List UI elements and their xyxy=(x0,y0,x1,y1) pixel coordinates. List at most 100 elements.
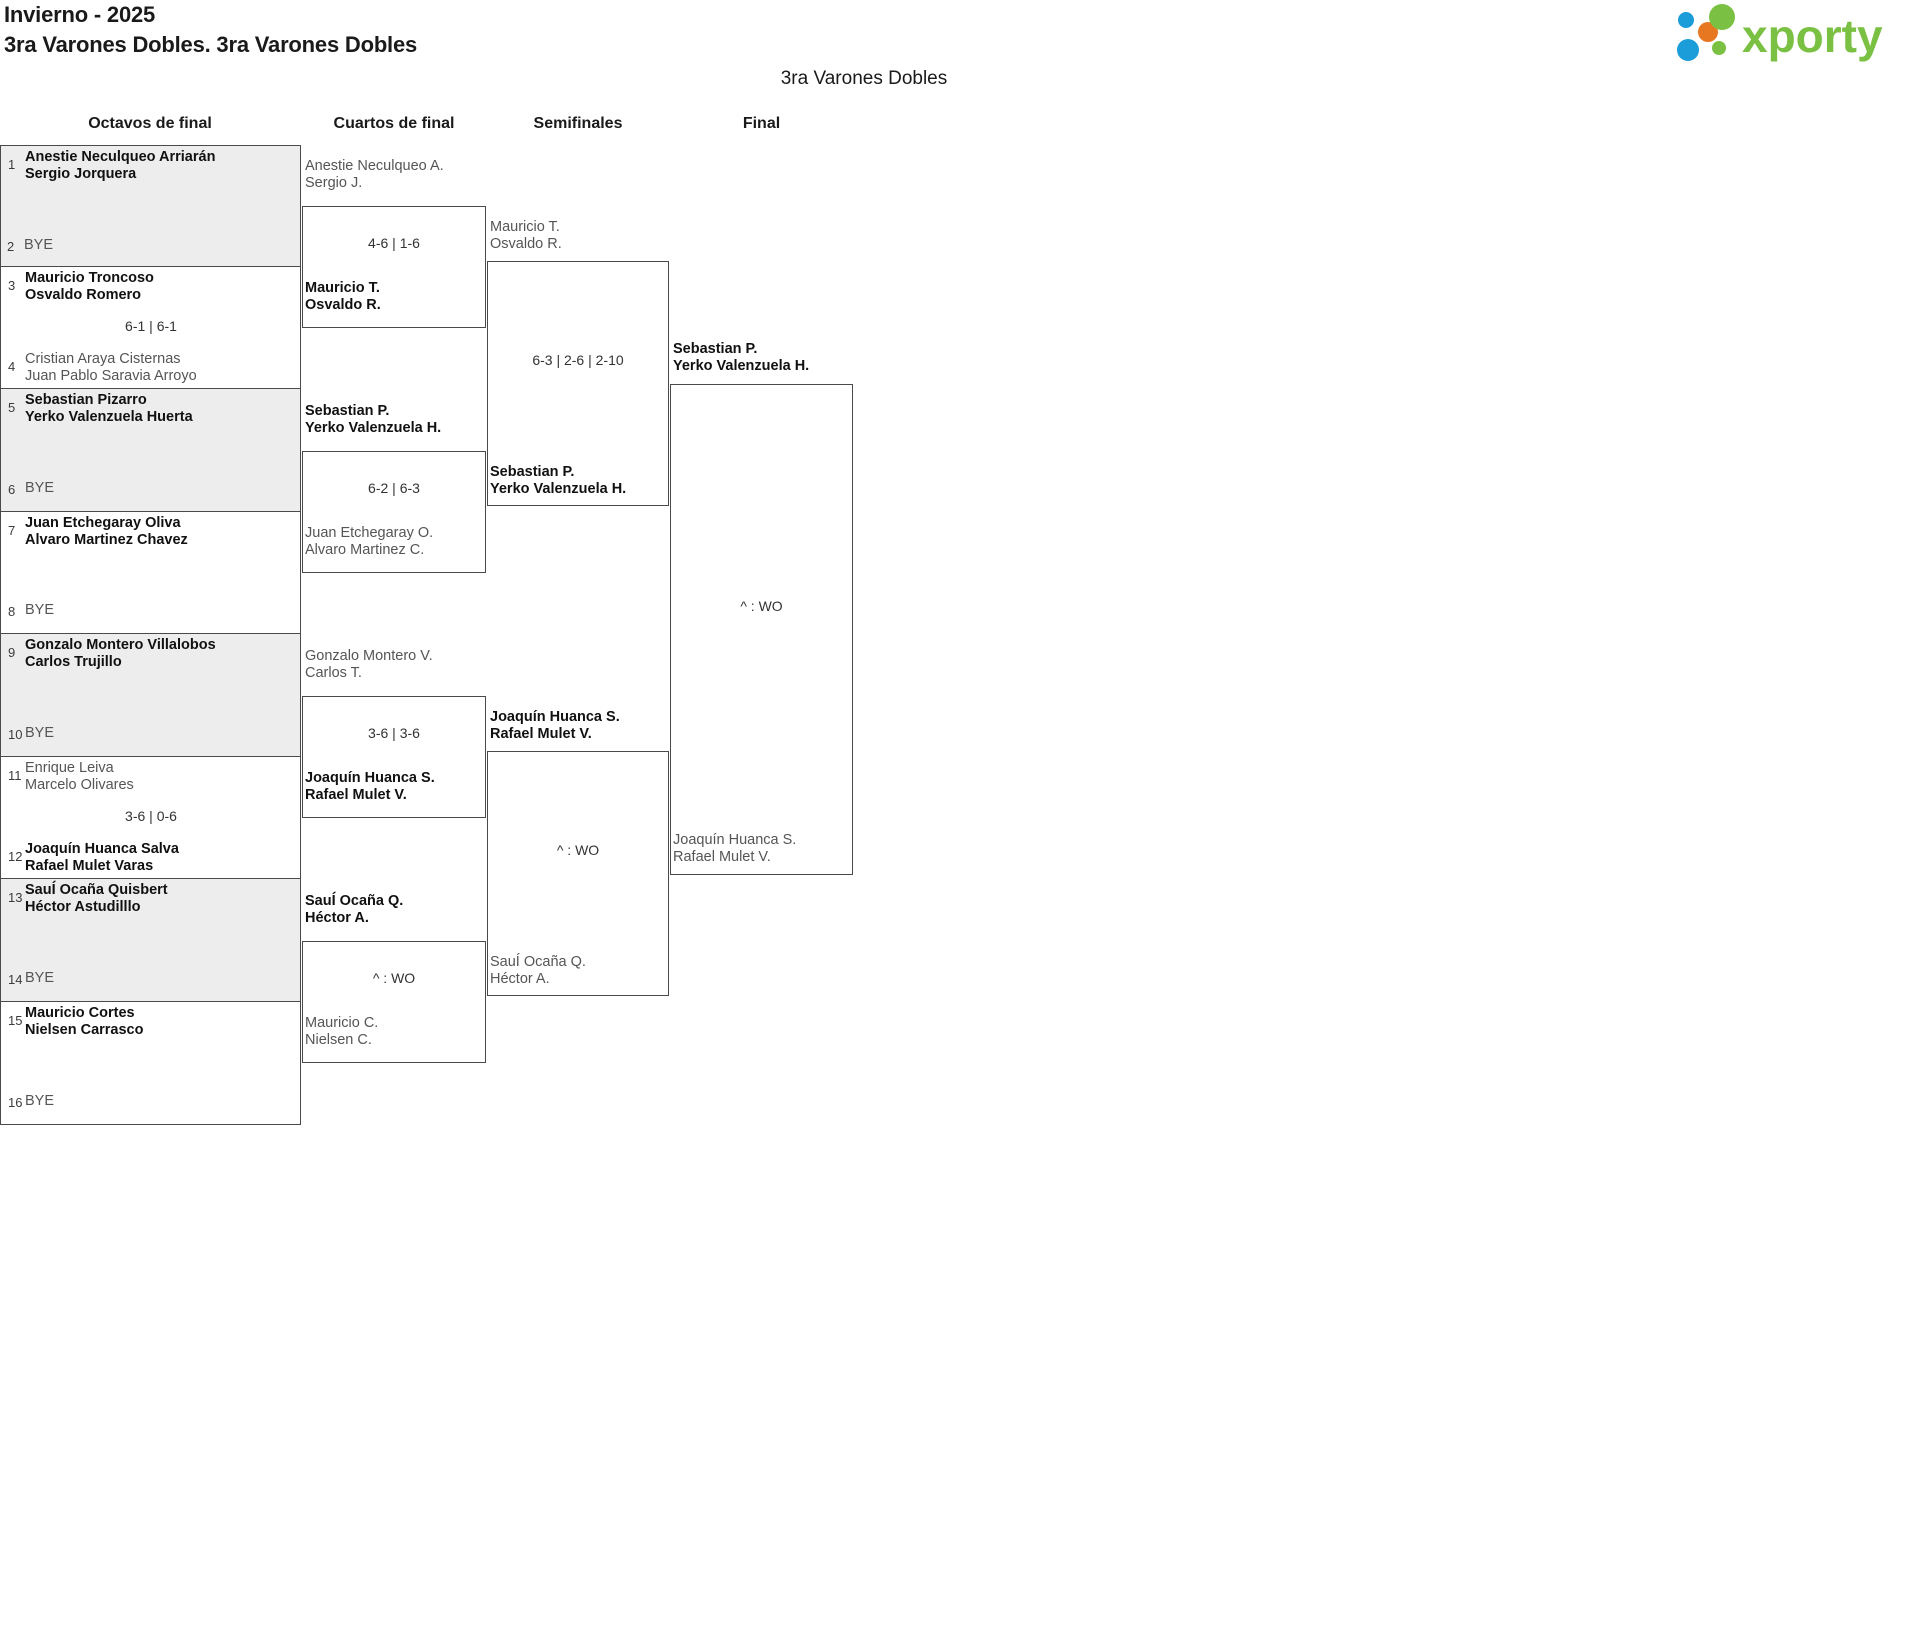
match-score: 6-3 | 2-6 | 2-10 xyxy=(532,352,624,368)
player-name: Sebastian P. xyxy=(490,464,575,480)
r1-slot-9[interactable]: 9 Gonzalo Montero Villalobos Carlos Truj… xyxy=(0,634,301,757)
player-name: Gonzalo Montero Villalobos xyxy=(25,637,216,653)
seed-number: 16 xyxy=(8,1095,23,1110)
player-name: Joaquín Huanca S. xyxy=(673,832,797,848)
seed-number: 1 xyxy=(8,157,16,172)
seed-number: 2 xyxy=(7,239,15,254)
player-name: Rafael Mulet V. xyxy=(673,848,771,865)
player-name: Enrique Leiva xyxy=(25,760,114,776)
player-name: Osvaldo Romero xyxy=(25,286,142,303)
match-score: 3-6 | 0-6 xyxy=(125,808,177,824)
seed-number: 7 xyxy=(8,523,16,538)
player-name: Nielsen C. xyxy=(305,1031,372,1048)
player-name: Joaquín Huanca Salva xyxy=(25,841,179,857)
player-name: Cristian Araya Cisternas xyxy=(25,351,181,367)
sf1-top-team: Mauricio T. Osvaldo R. xyxy=(490,219,562,252)
match-score: ^ : WO xyxy=(556,842,600,858)
sf-match-2[interactable]: ^ : WO xyxy=(487,751,669,996)
player-name: Yerko Valenzuela H. xyxy=(490,480,627,497)
player-name: Mauricio T. xyxy=(490,219,560,235)
qf-match-3[interactable]: 3-6 | 3-6 xyxy=(302,696,486,818)
r1-slot-5[interactable]: 5 Sebastian Pizarro Yerko Valenzuela Hue… xyxy=(0,389,301,512)
qf4-bottom-team: Mauricio C. Nielsen C. xyxy=(305,1015,378,1048)
final-match[interactable]: ^ : WO xyxy=(670,384,853,875)
board-title: 3ra Varones Dobles xyxy=(780,68,948,89)
player-name: Rafael Mulet V. xyxy=(490,725,592,742)
player-name: Sergio J. xyxy=(305,174,363,191)
seed-number: 13 xyxy=(8,890,23,905)
player-name: Marcelo Olivares xyxy=(25,776,134,793)
player-name: SauÍ Ocaña Quisbert xyxy=(25,882,168,898)
round-header-final: Final xyxy=(742,115,781,132)
qf1-bottom-team: Mauricio T. Osvaldo R. xyxy=(305,280,381,313)
player-name: Nielsen Carrasco xyxy=(25,1021,144,1038)
player-name: Yerko Valenzuela H. xyxy=(673,357,810,374)
sf-match-1[interactable]: 6-3 | 2-6 | 2-10 xyxy=(487,261,669,506)
r1-slot-1[interactable]: 1 Anestie Neculqueo Arriarán Sergio Jorq… xyxy=(0,145,301,267)
match-score: 4-6 | 1-6 xyxy=(368,235,420,251)
r1-slot-3[interactable]: 3 Mauricio Troncoso Osvaldo Romero 6-1 |… xyxy=(0,267,301,389)
player-name: Anestie Neculqueo A. xyxy=(305,158,444,174)
seed-number: 5 xyxy=(8,400,16,415)
player-name: Alvaro Martinez C. xyxy=(305,541,425,558)
bye-label: BYE xyxy=(25,602,55,618)
sf2-top-team: Joaquín Huanca S. Rafael Mulet V. xyxy=(490,709,620,742)
player-name: Alvaro Martinez Chavez xyxy=(25,531,188,548)
match-score: ^ : WO xyxy=(372,970,416,986)
player-name: SauÍ Ocaña Q. xyxy=(490,954,586,970)
player-name: SauÍ Ocaña Q. xyxy=(305,893,404,909)
match-score: 6-1 | 6-1 xyxy=(125,318,177,334)
r1-slot-7[interactable]: 7 Juan Etchegaray Oliva Alvaro Martinez … xyxy=(0,512,301,634)
bye-label: BYE xyxy=(25,1093,55,1109)
qf2-bottom-team: Juan Etchegaray O. Alvaro Martinez C. xyxy=(305,525,433,558)
player-name: Osvaldo R. xyxy=(490,235,562,252)
bye-label: BYE xyxy=(24,237,54,253)
player-name: Rafael Mulet Varas xyxy=(25,857,154,874)
player-name: Juan Pablo Saravia Arroyo xyxy=(25,367,197,384)
qf-match-2[interactable]: 6-2 | 6-3 xyxy=(302,451,486,573)
xporty-logo[interactable]: xporty xyxy=(1662,4,1912,62)
qf-match-1[interactable]: 4-6 | 1-6 xyxy=(302,206,486,328)
bye-label: BYE xyxy=(25,480,55,496)
player-name: Mauricio T. xyxy=(305,280,380,296)
round-header-cuartos: Cuartos de final xyxy=(333,115,455,132)
player-name: Juan Etchegaray Oliva xyxy=(25,515,181,531)
qf2-top-team: Sebastian P. Yerko Valenzuela H. xyxy=(305,403,441,436)
player-name: Sergio Jorquera xyxy=(25,165,137,182)
r1-slot-15[interactable]: 15 Mauricio Cortes Nielsen Carrasco 16 B… xyxy=(0,1002,301,1125)
bye-label: BYE xyxy=(25,725,55,741)
svg-text:xporty: xporty xyxy=(1742,10,1883,62)
seed-number: 4 xyxy=(8,359,16,374)
seed-number: 9 xyxy=(8,645,16,660)
r1-slot-11[interactable]: 11 Enrique Leiva Marcelo Olivares 3-6 | … xyxy=(0,757,301,879)
player-name: Carlos T. xyxy=(305,664,362,681)
player-name: Sebastian Pizarro xyxy=(25,392,147,408)
seed-number: 11 xyxy=(8,768,22,783)
sf2-bottom-team: SauÍ Ocaña Q. Héctor A. xyxy=(490,954,586,987)
r1-slot-13[interactable]: 13 SauÍ Ocaña Quisbert Héctor Astudilllo… xyxy=(0,879,301,1002)
player-name: Rafael Mulet V. xyxy=(305,786,407,803)
match-score: ^ : WO xyxy=(740,598,783,614)
player-name: Joaquín Huanca S. xyxy=(305,770,435,786)
seed-number: 14 xyxy=(8,972,23,987)
seed-number: 8 xyxy=(8,604,16,619)
round-header-octavos: Octavos de final xyxy=(88,115,212,132)
player-name: Anestie Neculqueo Arriarán xyxy=(25,149,216,165)
qf1-top-team: Anestie Neculqueo A. Sergio J. xyxy=(305,158,444,191)
round-header-semifinales: Semifinales xyxy=(533,115,623,132)
player-name: Héctor A. xyxy=(490,970,550,987)
player-name: Héctor Astudilllo xyxy=(25,898,141,915)
tournament-subtitle: 3ra Varones Dobles. 3ra Varones Dobles xyxy=(4,32,418,57)
player-name: Joaquín Huanca S. xyxy=(490,709,620,725)
seed-number: 3 xyxy=(8,278,16,293)
qf-match-4[interactable]: ^ : WO xyxy=(302,941,486,1063)
player-name: Héctor A. xyxy=(305,909,369,926)
player-name: Osvaldo R. xyxy=(305,296,381,313)
seed-number: 12 xyxy=(8,849,23,864)
final-top-team: Sebastian P. Yerko Valenzuela H. xyxy=(673,341,809,374)
bye-label: BYE xyxy=(25,970,55,986)
seed-number: 15 xyxy=(8,1013,23,1028)
player-name: Mauricio Troncoso xyxy=(25,270,154,286)
seed-number: 6 xyxy=(8,482,16,497)
player-name: Carlos Trujillo xyxy=(25,653,122,670)
